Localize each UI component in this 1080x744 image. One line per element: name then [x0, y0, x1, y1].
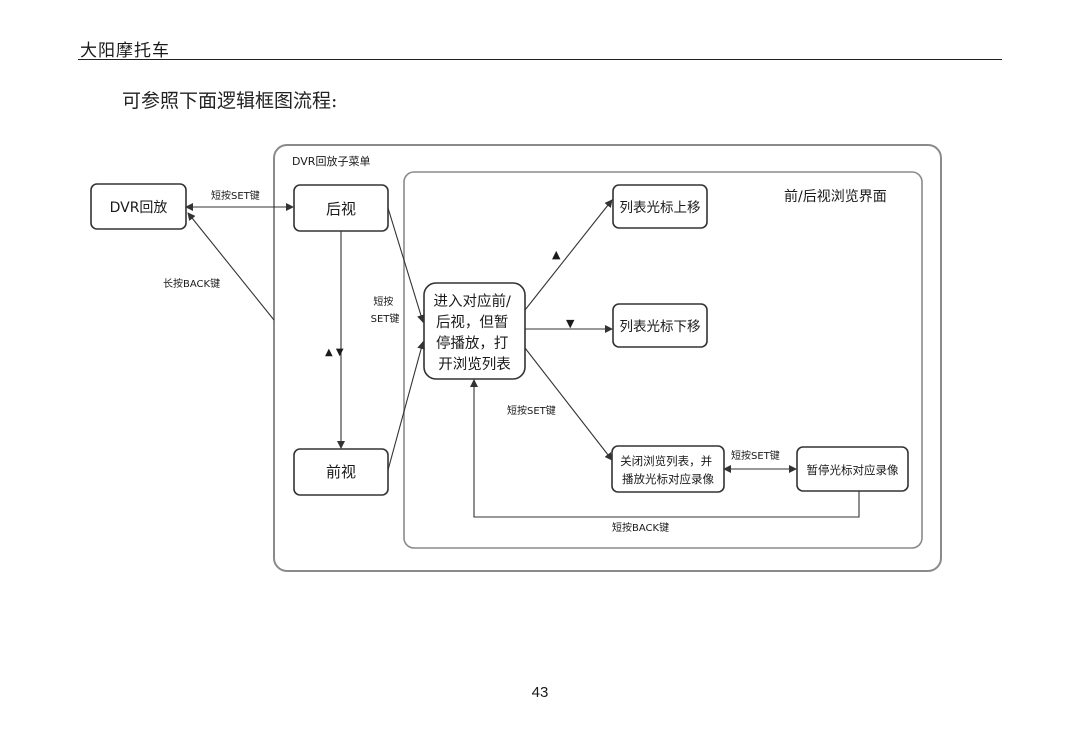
intro-text: 可参照下面逻辑框图流程:: [122, 90, 338, 112]
node-rear-view: 后视: [293, 184, 389, 232]
edge-long-back: [187, 212, 275, 321]
node-enter-browse-line-2: 后视，但暂: [436, 314, 509, 331]
edge-up-symbol: ▲: [552, 248, 561, 261]
header-rule: [78, 59, 1002, 60]
svg-text:关闭浏览列表，并 播放光标对应录像: 关闭浏览列表，并 播放光标对应录像: [620, 454, 716, 486]
node-dvr-playback-label: DVR回放: [110, 200, 168, 216]
edge-short-back-label: 短按BACK键: [612, 521, 669, 534]
node-enter-browse-line-4: 开浏览列表: [438, 356, 511, 373]
edge-pause-back-to-center: [470, 379, 860, 518]
inner-container-label: 前/后视浏览界面: [784, 188, 887, 205]
node-front-view-label: 前视: [326, 463, 356, 481]
node-pause-recording-label: 暂停光标对应录像: [807, 463, 899, 477]
node-front-view: 前视: [293, 448, 389, 496]
node-close-list-play-line-1: 关闭浏览列表，并: [620, 454, 712, 468]
edge-rear-to-center: [387, 207, 425, 323]
node-pause-recording: 暂停光标对应录像: [796, 446, 909, 492]
edge-short-set-center-label: 短按SET键: [507, 404, 556, 417]
node-cursor-down: 列表光标下移: [612, 303, 708, 348]
edge-down-symbol: ▼: [566, 317, 575, 330]
edge-front-to-center: [387, 341, 426, 471]
edge-long-back-label: 长按BACK键: [163, 277, 220, 290]
edge-center-to-up: [524, 199, 613, 311]
edge-short-set-mid-line-2: SET键: [371, 312, 400, 325]
outer-container: [273, 144, 942, 572]
node-dvr-playback: DVR回放: [90, 183, 187, 230]
node-close-list-play-line-2: 播放光标对应录像: [622, 472, 714, 486]
inner-container: [403, 171, 923, 549]
node-cursor-up-label: 列表光标上移: [620, 200, 701, 216]
node-close-list-play: 关闭浏览列表，并 播放光标对应录像: [611, 445, 725, 493]
edge-short-set-right-label: 短按SET键: [731, 449, 780, 462]
edge-short-set-mid-line-1: 短按: [373, 295, 393, 308]
header-title: 大阳摩托车: [80, 41, 170, 61]
outer-container-label: DVR回放子菜单: [292, 154, 370, 168]
node-enter-browse-line-3: 停播放，打: [436, 335, 509, 352]
edge-center-to-close: [524, 347, 613, 461]
page-number: 43: [531, 684, 549, 701]
node-enter-browse: 进入对应前/ 后视，但暂 停播放，打 开浏览列表: [423, 282, 526, 380]
svg-text:进入对应前/ 后视，但暂 停播放，打: 进入对应前/ 后视，但暂 停播放，打 开浏览列表: [434, 292, 516, 373]
node-enter-browse-line-1: 进入对应前/: [434, 292, 511, 310]
node-cursor-down-label: 列表光标下移: [620, 319, 701, 335]
node-cursor-up: 列表光标上移: [612, 184, 708, 229]
node-rear-view-label: 后视: [326, 200, 356, 218]
edge-rear-front-symbols: ▲ ▼: [325, 347, 344, 358]
svg-text:短按 SET键: 短按 SET键: [371, 295, 400, 325]
edge-dvr-to-rear-label: 短按SET键: [211, 189, 260, 202]
